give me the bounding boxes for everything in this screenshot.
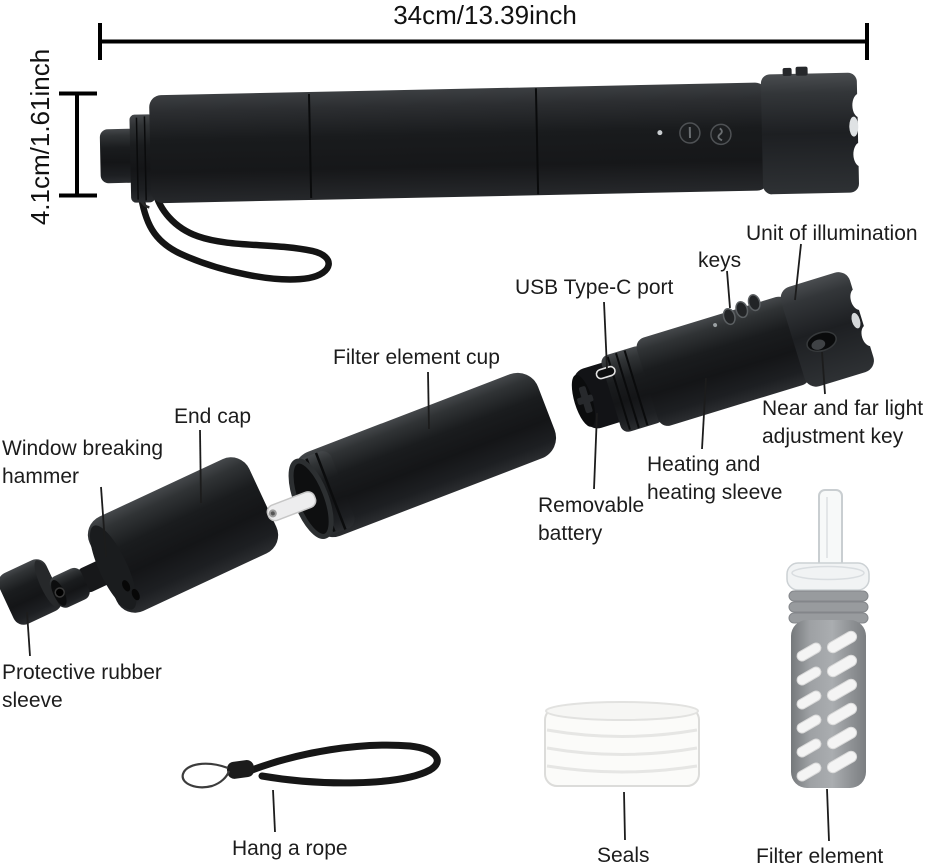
near-far-key-part — [806, 331, 837, 353]
leader-keys — [726, 270, 731, 309]
leader-unit-of-illumination — [794, 243, 802, 301]
label-window-breaking-hammer: Window breaking hammer — [2, 437, 164, 488]
barrel-seam-1 — [307, 93, 313, 198]
head-glint — [851, 312, 861, 329]
protective-rubber-sleeve-part — [0, 559, 62, 625]
leader-end-cap — [199, 429, 202, 504]
leader-filter-element-cup — [427, 371, 430, 430]
head-bezel-notch-1 — [850, 288, 866, 310]
label-removable-battery: Removable battery — [538, 494, 645, 545]
label-filter-element-cup: Filter element cup — [333, 346, 500, 369]
label-hang-a-rope: Hang a rope — [232, 837, 348, 860]
end-cap-part — [49, 457, 279, 613]
leader-removable-battery — [593, 412, 598, 490]
leader-hang-a-rope — [272, 789, 276, 833]
keys-indicator-dot — [713, 323, 718, 328]
power-button-icon — [679, 122, 701, 144]
illumination-head-part — [780, 272, 874, 387]
seals-part — [544, 701, 700, 787]
label-end-cap: End cap — [174, 405, 252, 428]
attached-lanyard-rope — [136, 186, 332, 283]
label-near-far-key: Near and far light adjustment key — [762, 397, 924, 448]
tail-collar — [129, 114, 156, 203]
flashlight-barrel — [149, 82, 769, 204]
leader-usb-port — [603, 301, 608, 370]
heat-mode-button-icon — [710, 123, 732, 146]
main-body-part — [571, 272, 877, 432]
length-dimension-label: 34cm/13.39inch — [393, 0, 577, 30]
lens-glint — [849, 116, 859, 137]
label-heating-sleeve: Heating and heating sleeve — [647, 453, 783, 504]
bezel-notch-1 — [852, 93, 867, 118]
filter-element-cup-part — [266, 372, 557, 539]
diameter-dimension-lines — [59, 91, 97, 198]
bezel-notch-2 — [853, 142, 868, 167]
tail-nozzle — [99, 128, 139, 184]
leader-seals — [623, 791, 626, 841]
end-cap-hole-1 — [122, 580, 131, 592]
leader-near-far-key — [821, 351, 826, 395]
filter-vent-slots — [796, 630, 858, 782]
label-usb-port: USB Type-C port — [515, 276, 674, 299]
heating-sleeve-body — [636, 296, 810, 426]
label-seals: Seals — [597, 844, 650, 866]
usb-type-c-port-icon — [595, 365, 616, 380]
filter-neck-ribs — [788, 590, 869, 624]
head-bump-1 — [782, 67, 792, 77]
filter-clear-tip — [818, 489, 843, 569]
leader-window-breaking-hammer — [100, 486, 107, 558]
flashlight-head — [760, 72, 859, 195]
leader-lines — [26, 243, 830, 842]
head-bezel-notch-2 — [861, 324, 877, 347]
hang-rope-part — [181, 741, 441, 789]
filter-clear-flange — [786, 562, 870, 591]
leader-protective-rubber-sleeve — [26, 611, 31, 657]
keys-icons — [713, 294, 761, 328]
filter-element-part — [786, 489, 870, 788]
leader-filter-element — [826, 788, 830, 842]
label-protective-rubber-sleeve: Protective rubber sleeve — [2, 661, 162, 712]
end-cap-hole-2 — [131, 588, 140, 601]
barrel-seam-2 — [534, 88, 540, 195]
length-dimension-lines — [98, 23, 869, 60]
assembled-flashlight — [99, 66, 868, 283]
inner-water-tube — [266, 491, 317, 522]
diameter-dimension-label: 4.1cm/1.61inch — [25, 48, 55, 226]
label-filter-element: Filter element — [756, 845, 884, 866]
head-bump-2 — [795, 66, 808, 76]
leader-heating-sleeve — [701, 377, 707, 450]
label-unit-of-illumination: Unit of illumination — [746, 222, 918, 245]
indicator-dot — [657, 130, 663, 136]
label-keys: keys — [698, 249, 742, 272]
